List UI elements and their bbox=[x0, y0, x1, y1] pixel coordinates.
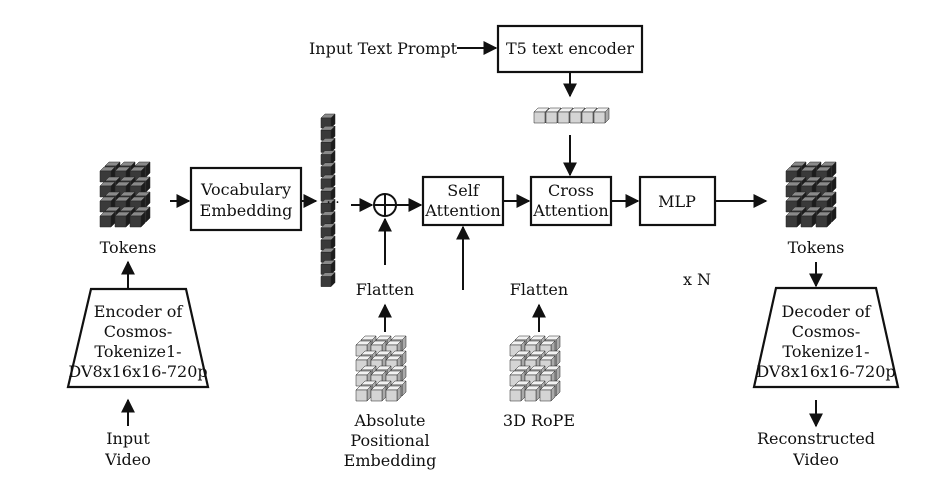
token-left-cube bbox=[129, 211, 146, 228]
tokens-right-label: Tokens bbox=[788, 238, 845, 257]
decoder-label-4: DV8x16x16-720p bbox=[756, 362, 895, 381]
tokens-left-label: Tokens bbox=[100, 238, 157, 257]
text-embedding-row bbox=[533, 107, 610, 124]
abs-pos-cube bbox=[370, 385, 387, 402]
text-embedding-cube bbox=[593, 107, 610, 124]
t5-encoder-label: T5 text encoder bbox=[506, 39, 634, 58]
token-left-cube bbox=[99, 211, 116, 228]
flatten-left-label: Flatten bbox=[356, 280, 414, 299]
abs-pos-cube bbox=[355, 385, 372, 402]
embedding-column-cube bbox=[320, 271, 336, 288]
abs-pos-cube-grid bbox=[355, 335, 407, 402]
embedding-column-cube bbox=[320, 210, 336, 227]
embedding-column-cube bbox=[320, 137, 336, 154]
vocabulary-embedding-label-2: Embedding bbox=[200, 201, 293, 220]
token-left-cube bbox=[114, 211, 131, 228]
token-right-cube bbox=[800, 211, 817, 228]
addition-node bbox=[373, 193, 397, 217]
embedding-column-stack bbox=[320, 113, 336, 288]
encoder-label-4: DV8x16x16-720p bbox=[68, 362, 207, 381]
vocabulary-embedding-label-1: Vocabulary bbox=[200, 180, 291, 199]
input-text-prompt-label: Input Text Prompt bbox=[309, 39, 458, 58]
self-attention-label-2: Attention bbox=[424, 201, 500, 220]
input-video-label-2: Video bbox=[104, 450, 151, 469]
decoder-label-1: Decoder of bbox=[782, 302, 872, 321]
cross-attention-label-2: Attention bbox=[532, 201, 608, 220]
encoder-label-3: Tokenize1- bbox=[94, 342, 181, 361]
embedding-column-cube bbox=[320, 113, 336, 129]
embedding-column-cube bbox=[320, 259, 336, 276]
repeat-label: x N bbox=[683, 270, 711, 289]
decoder-trapezoid bbox=[752, 286, 900, 389]
decoder-label-2: Cosmos- bbox=[792, 322, 861, 341]
abs-pos-label-3: Embedding bbox=[344, 451, 437, 470]
embedding-column-cube bbox=[320, 198, 336, 215]
cross-attention-box bbox=[529, 175, 613, 227]
abs-pos-label-2: Positional bbox=[350, 431, 429, 450]
abs-pos-cube bbox=[390, 335, 407, 352]
tokens-right-cube-grid bbox=[785, 161, 837, 228]
encoder-label-2: Cosmos- bbox=[104, 322, 173, 341]
reconstructed-video-label-2: Video bbox=[792, 450, 839, 469]
encoder-trapezoid bbox=[66, 287, 210, 389]
cross-attention-label-1: Cross bbox=[548, 181, 594, 200]
decoder-label-3: Tokenize1- bbox=[782, 342, 869, 361]
embedding-column-cube bbox=[320, 149, 336, 166]
mlp-box bbox=[638, 175, 717, 227]
rope-label: 3D RoPE bbox=[503, 411, 575, 430]
flatten-right-label: Flatten bbox=[510, 280, 568, 299]
embedding-column-cube bbox=[320, 125, 336, 141]
self-attention-label-1: Self bbox=[447, 181, 480, 200]
abs-pos-cube bbox=[385, 385, 402, 402]
rope-cube bbox=[509, 385, 526, 402]
embedding-column-cube bbox=[320, 223, 336, 239]
self-attention-box bbox=[421, 175, 505, 227]
embedding-column-cube bbox=[320, 186, 336, 202]
rope-cube bbox=[524, 385, 541, 402]
token-right-cube bbox=[785, 211, 802, 228]
abs-pos-label-1: Absolute bbox=[354, 411, 426, 430]
token-right-cube bbox=[815, 211, 832, 228]
column-dots: ··· bbox=[326, 195, 339, 211]
rope-cube-grid bbox=[509, 335, 561, 402]
embedding-column-cube bbox=[320, 162, 336, 178]
embedding-column-cube bbox=[320, 247, 336, 263]
embedding-column-cube bbox=[320, 174, 336, 190]
encoder-label-1: Encoder of bbox=[94, 302, 184, 321]
mlp-label: MLP bbox=[658, 192, 696, 211]
vocabulary-embedding-box bbox=[189, 166, 303, 232]
embedding-column-cube bbox=[320, 235, 336, 251]
tokens-left-cube-grid bbox=[99, 161, 151, 228]
reconstructed-video-label-1: Reconstructed bbox=[757, 429, 875, 448]
input-video-label-1: Input bbox=[106, 429, 150, 448]
rope-cube bbox=[539, 385, 556, 402]
